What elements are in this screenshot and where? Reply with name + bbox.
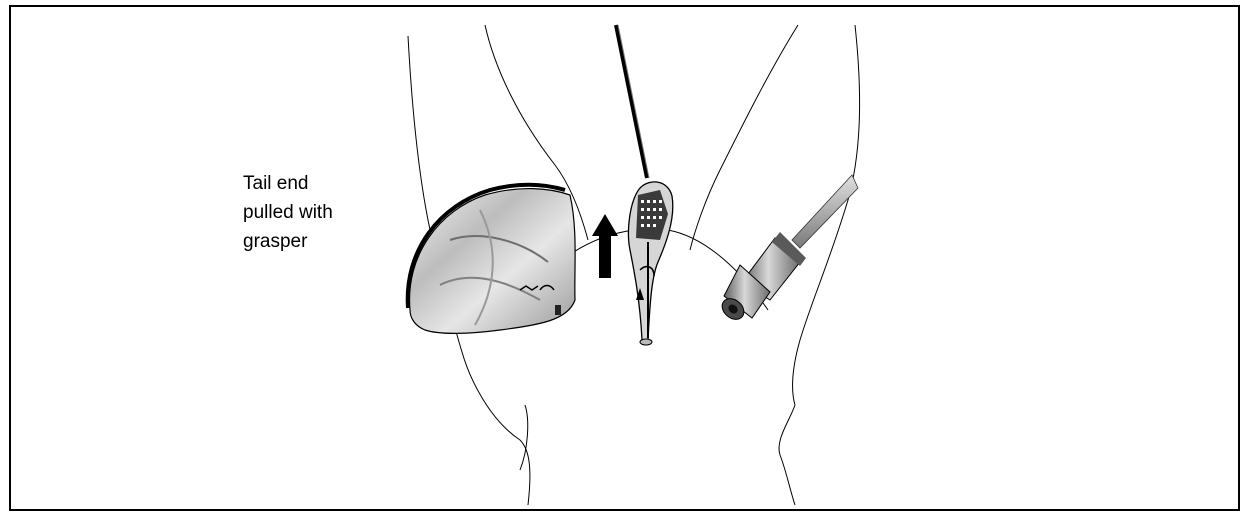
trocar-port-icon [718,175,858,324]
specimen-bag [408,185,575,334]
body-right-lower-line [779,405,795,505]
grasper-icon [616,25,673,345]
body-left-lower-line [520,405,528,470]
up-arrow-icon [592,214,618,278]
annotation-label: Tail end pulled with grasper [243,169,383,256]
body-right-inner-line [690,25,798,250]
